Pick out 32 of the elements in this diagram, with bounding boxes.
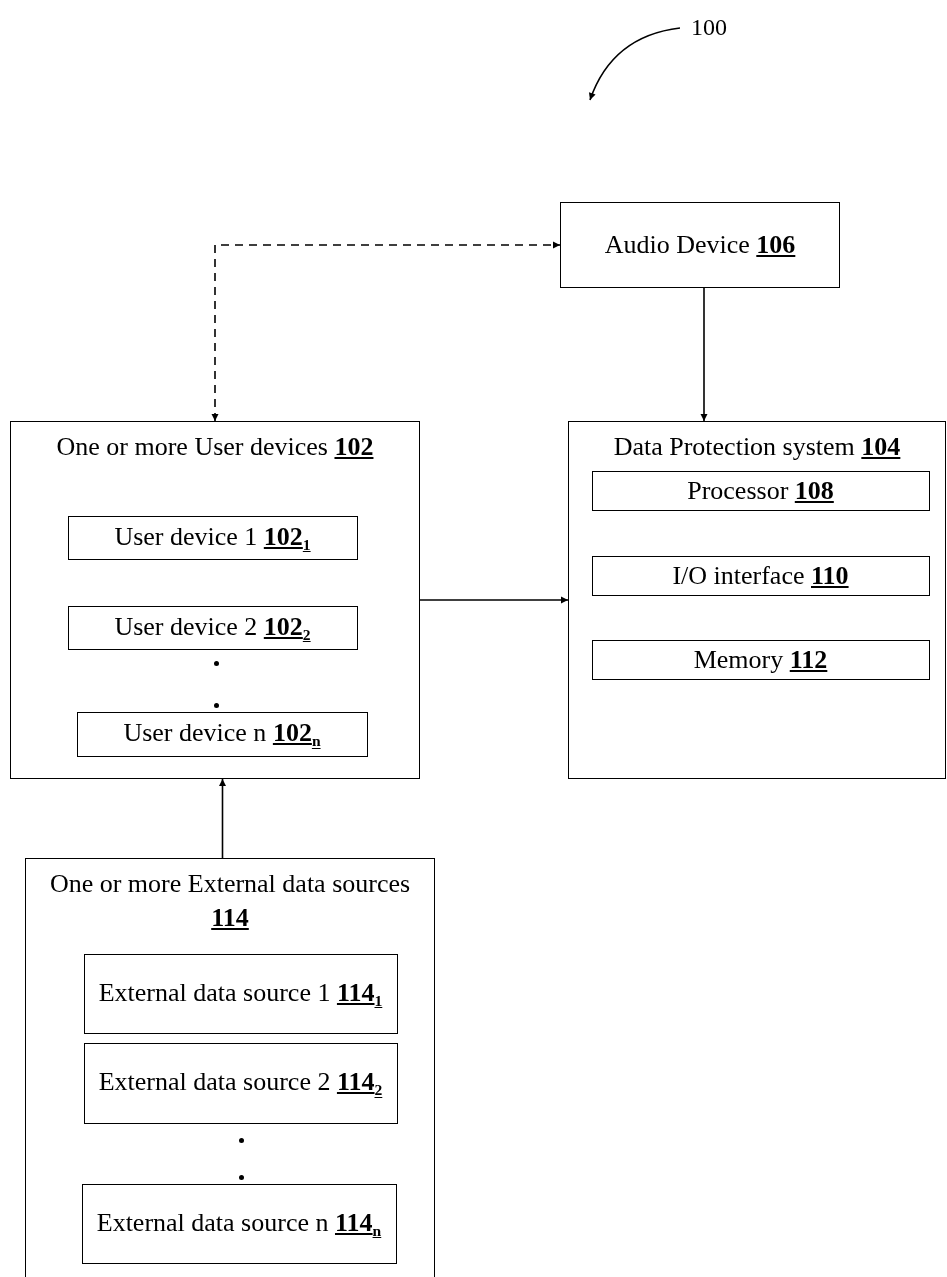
- component-label: User device 2 102$_{2}$: [113, 610, 312, 646]
- component-label: External data source 1 114$_{1}$: [97, 976, 384, 1012]
- component-label: Audio Device 106: [603, 229, 797, 262]
- component-box: [67, 605, 358, 650]
- group-title: Data Protection system 104: [612, 431, 902, 463]
- component-label: External data source 2 114$_{2}$: [97, 1066, 384, 1101]
- component-box: [83, 1042, 398, 1124]
- arrow: [219, 778, 226, 859]
- component-label: User device n 102$_{n}$: [122, 717, 322, 752]
- reference-arrow: [589, 27, 681, 101]
- component-box: [83, 953, 398, 1034]
- component-label: User device 1 102$_{1}$: [113, 520, 312, 556]
- component-box: [591, 639, 930, 680]
- component-box: [591, 555, 930, 596]
- component-label: I/O interface 110: [671, 559, 850, 592]
- group-box: [568, 421, 946, 779]
- figure-reference-number: 100: [690, 13, 728, 43]
- group-box: [10, 421, 420, 779]
- component-box: [76, 711, 368, 757]
- arrow: [419, 596, 569, 604]
- component-box: [560, 202, 840, 288]
- component-label: External data source n 114$_{n}$: [95, 1206, 383, 1242]
- group-title: One or more External data sources 114: [48, 868, 412, 934]
- component-box: [67, 515, 358, 560]
- arrow: [700, 287, 708, 422]
- component-label: Processor 108: [686, 474, 835, 507]
- component-label: Memory 112: [692, 643, 829, 676]
- component-box: [81, 1183, 397, 1264]
- component-box: [591, 470, 930, 511]
- group-title: One or more User devices 102: [55, 431, 375, 463]
- group-box: [25, 858, 435, 1277]
- arrow: [211, 241, 561, 422]
